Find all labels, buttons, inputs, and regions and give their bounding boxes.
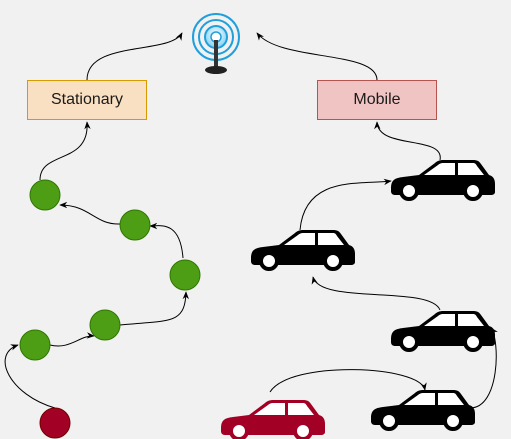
car-icon-2 bbox=[391, 311, 495, 352]
edge-red-to-green1 bbox=[4, 344, 56, 409]
mobile-box: Mobile bbox=[317, 80, 437, 120]
car-icon-4 bbox=[391, 160, 495, 201]
wifi-antenna-icon bbox=[192, 13, 240, 74]
car-icon-1 bbox=[371, 390, 475, 431]
stationary-node-5 bbox=[29, 179, 61, 211]
edge-car2-to-car3 bbox=[311, 276, 441, 311]
edge-green4-to-green5 bbox=[59, 201, 121, 225]
stationary-node-red bbox=[39, 407, 71, 439]
stationary-node-3 bbox=[169, 259, 201, 291]
edge-green1-to-green2 bbox=[49, 332, 95, 347]
edge-green2-to-green3 bbox=[119, 291, 189, 326]
edge-car3-to-car4 bbox=[299, 178, 392, 231]
edge-green5-to-stationary bbox=[39, 121, 91, 181]
edge-stationary-to-antenna bbox=[86, 32, 183, 81]
car-icon-red bbox=[221, 400, 325, 439]
stationary-node-2 bbox=[89, 309, 121, 341]
edge-mobile-to-antenna bbox=[256, 32, 378, 81]
stationary-nodes bbox=[19, 179, 201, 361]
stationary-node-4 bbox=[119, 209, 151, 241]
stationary-box: Stationary bbox=[27, 80, 147, 120]
edge-redcar-to-car1 bbox=[269, 369, 427, 393]
mobile-label: Mobile bbox=[353, 91, 401, 108]
edge-green3-to-green4 bbox=[149, 222, 184, 259]
edge-car4-to-mobile bbox=[374, 121, 441, 161]
edges-stationary bbox=[4, 32, 189, 409]
stationary-label: Stationary bbox=[50, 91, 124, 108]
stationary-node-1 bbox=[19, 329, 51, 361]
car-icon-3 bbox=[251, 230, 355, 271]
